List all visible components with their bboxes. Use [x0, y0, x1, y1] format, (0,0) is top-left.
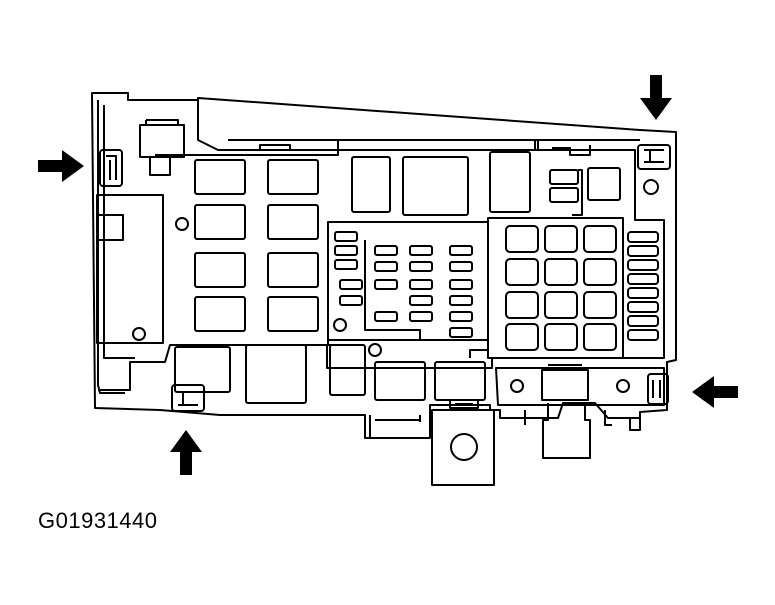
relay-f2: [402, 156, 469, 216]
relay-b1: [194, 204, 246, 240]
bottom-plug: [542, 403, 591, 459]
fuse-box-housing: [91, 92, 677, 439]
left-module: [96, 194, 164, 344]
left-wall: [97, 100, 135, 394]
left-clip: [99, 149, 123, 187]
relay-c1: [194, 252, 246, 288]
relay-d1: [194, 296, 246, 332]
relay-e1: [174, 346, 231, 393]
top-connector: [139, 124, 185, 158]
mini-fuses: [334, 231, 473, 338]
figure-code: G01931440: [38, 508, 158, 533]
relay-e2: [245, 344, 307, 404]
relay-f3: [489, 151, 531, 213]
arrow-bottom-clip: [170, 430, 202, 475]
relay-h1: [329, 344, 366, 396]
relay-a1: [194, 159, 246, 195]
right-clip: [647, 373, 669, 405]
fuse-g1: [549, 169, 579, 185]
arrow-right-clip: [692, 376, 738, 408]
relay-d2: [267, 296, 319, 332]
bottom-tab: [431, 409, 495, 486]
relay-c2: [267, 252, 319, 288]
top-step: [197, 100, 640, 151]
bottom-clip: [171, 384, 205, 412]
relay-f1: [351, 156, 391, 213]
fuse-g2: [549, 187, 579, 203]
arrow-top-right-clip: [640, 75, 672, 120]
relay-h3: [434, 361, 486, 401]
relay-h2: [374, 361, 426, 401]
relay-a2: [267, 159, 319, 195]
narrow-fuse-column: [627, 231, 659, 341]
relay-b2: [267, 204, 319, 240]
arrow-left-clip: [38, 150, 84, 182]
relay-f4: [587, 167, 621, 201]
large-fuse-panel: [487, 217, 624, 359]
large-fuses: [505, 225, 617, 351]
top-right-clip: [637, 144, 671, 170]
